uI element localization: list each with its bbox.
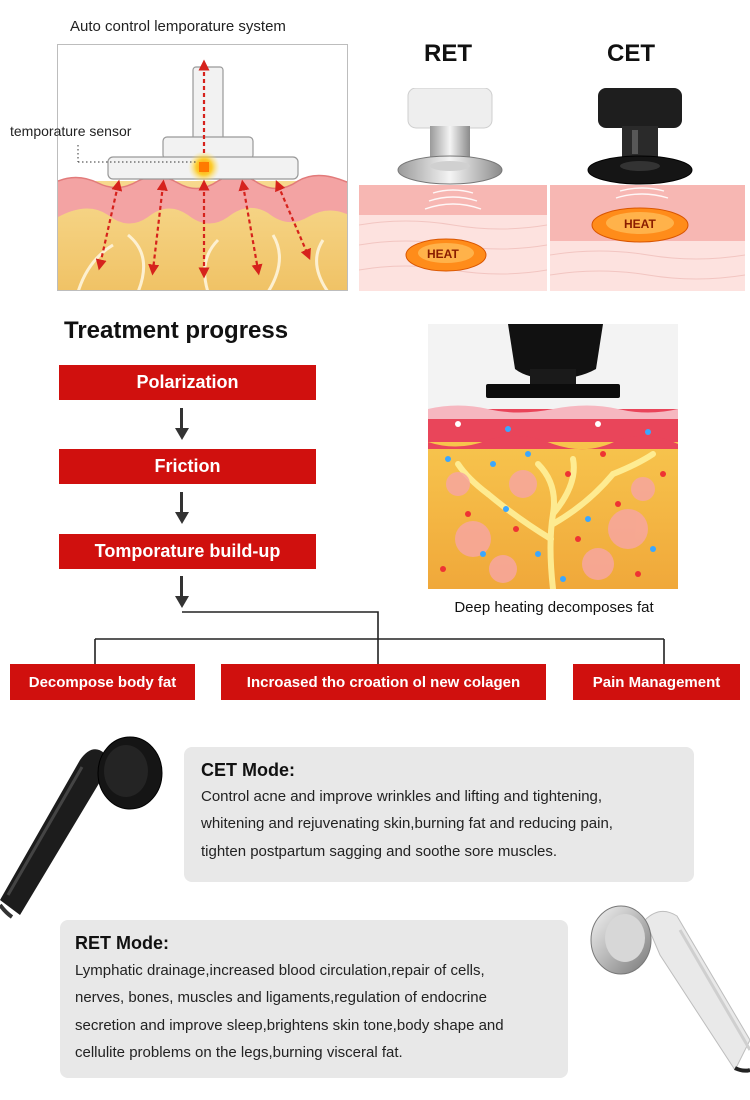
arrow-shaft-1: [180, 408, 183, 430]
ret-probe-illustration: [390, 87, 510, 188]
arrow-head-1: [175, 428, 189, 440]
branch-connector: [182, 611, 379, 639]
ret-mode-line-3: secretion and improve sleep,brightens sk…: [75, 1017, 504, 1034]
cet-heading: CET: [607, 40, 655, 67]
arrow-shaft-2: [180, 492, 183, 514]
ret-heat-label: HEAT: [427, 247, 459, 261]
outcome-decompose-body-fat: Decompose body fat: [10, 664, 195, 700]
cet-heat-label: HEAT: [624, 217, 656, 231]
probe-cross-section-illustration: [58, 59, 347, 290]
arrow-head-2: [175, 512, 189, 524]
cet-skin-cross-section: HEAT: [550, 185, 745, 291]
arrow-shaft-3: [180, 576, 183, 598]
cet-mode-line-1: Control acne and improve wrinkles and li…: [201, 788, 603, 805]
outcome-pain-management: Pain Management: [573, 664, 740, 700]
outcome-new-collagen: Incroased tho croation ol new colagen: [221, 664, 546, 700]
ret-mode-card: RET Mode: Lymphatic drainage,increased b…: [60, 920, 568, 1078]
progress-flow-connectors: [94, 408, 665, 666]
cet-handpiece-illustration: [0, 735, 180, 920]
ret-mode-line-1: Lymphatic drainage,increased blood circu…: [75, 962, 485, 979]
ret-mode-line-4: cellulite problems on the legs,burning v…: [75, 1044, 403, 1061]
ret-mode-line-2: nerves, bones, muscles and ligaments,reg…: [75, 989, 487, 1006]
deep-heating-fat-illustration: [428, 324, 678, 589]
ret-skin-cross-section: HEAT: [359, 185, 547, 291]
temperature-system-title: Auto control lemporature system: [70, 18, 286, 35]
temperature-sensor-label: temporature sensor: [10, 123, 132, 139]
arrow-head-3: [175, 596, 189, 608]
cet-probe-illustration: [580, 88, 700, 188]
deep-heating-caption: Deep heating decomposes fat: [454, 599, 654, 616]
cet-mode-title: CET Mode:: [201, 760, 295, 780]
ret-mode-title: RET Mode:: [75, 933, 169, 953]
cet-mode-line-2: whitening and rejuvenating skin,burning …: [201, 815, 613, 832]
cet-mode-card: CET Mode: Control acne and improve wrink…: [184, 747, 694, 882]
step-polarization: Polarization: [59, 365, 316, 400]
treatment-progress-title: Treatment progress: [64, 317, 289, 344]
ret-heading: RET: [424, 40, 472, 67]
step-friction: Friction: [59, 449, 316, 484]
step-temperature-build-up: Tomporature build-up: [59, 534, 316, 569]
ret-handpiece-illustration: [585, 900, 750, 1075]
temperature-system-diagram: [57, 44, 348, 291]
cet-mode-line-3: tighten postpartum sagging and soothe so…: [201, 843, 558, 860]
